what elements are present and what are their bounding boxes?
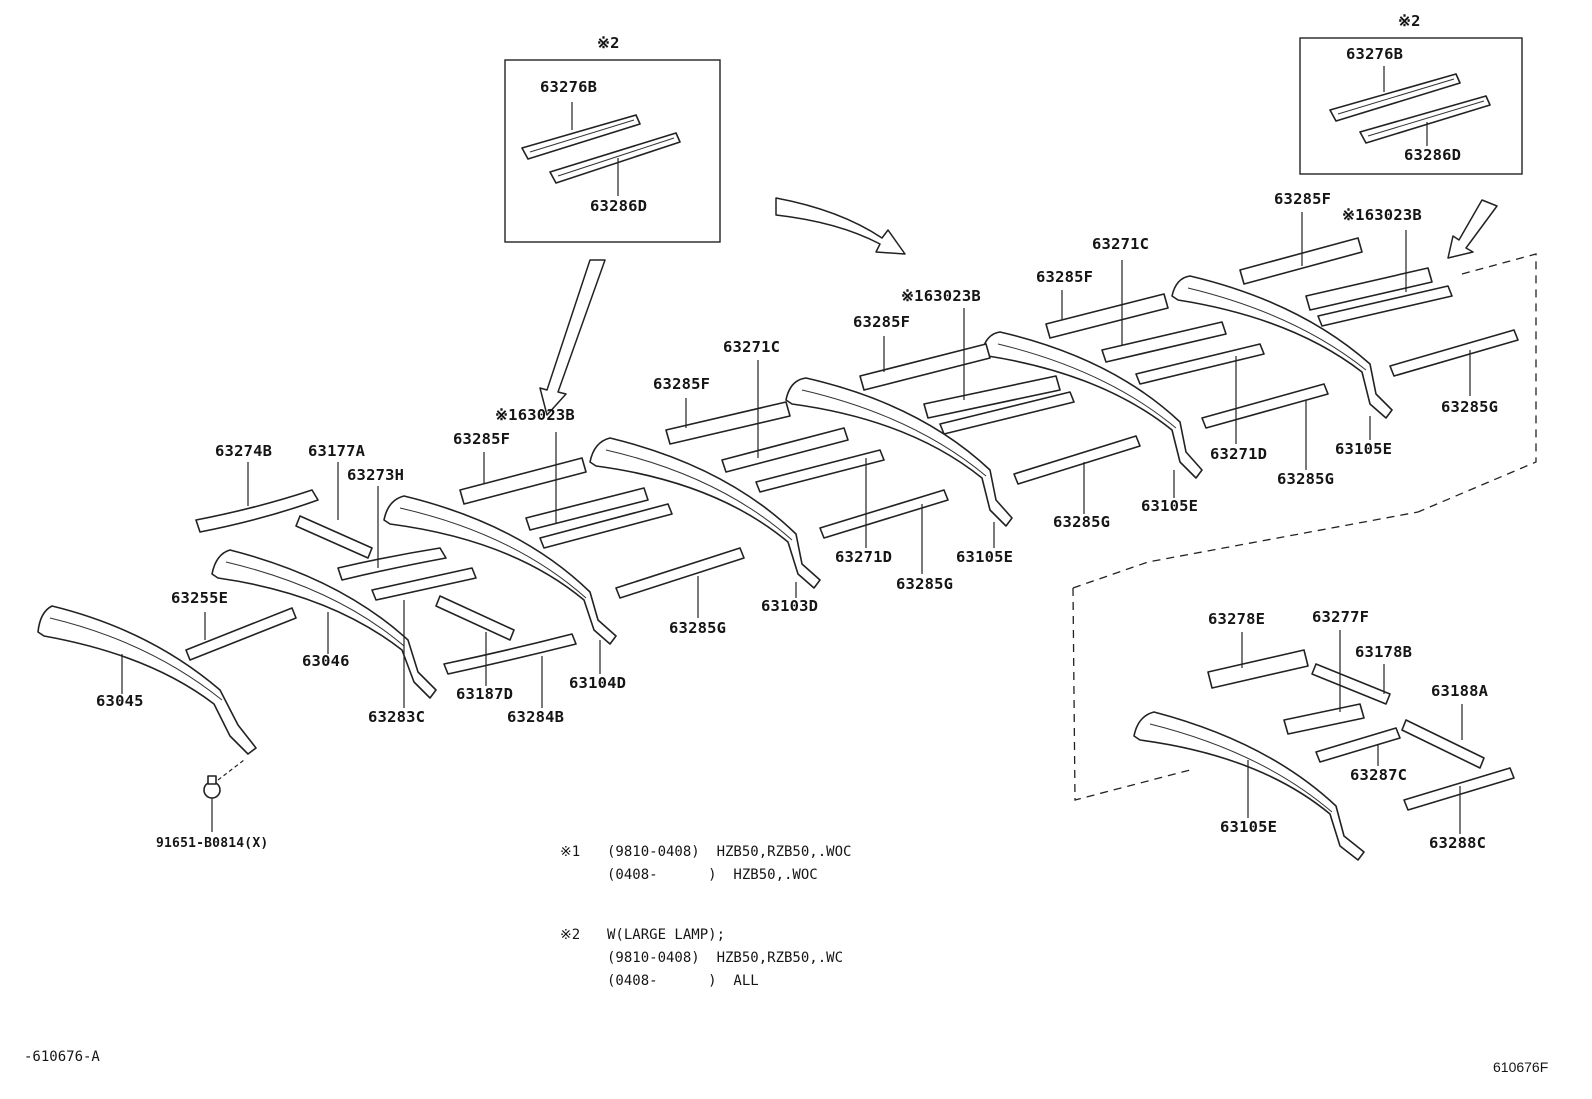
roof-bow-63105E-c: [1171, 275, 1393, 419]
label-63284B: 63284B: [507, 708, 565, 726]
inset-right-note-mark: ※2: [1398, 12, 1421, 30]
label-63285F-1: 63285F: [453, 430, 511, 448]
note-2-line-3: (0408- ) ALL: [607, 973, 759, 989]
short-rails: [185, 237, 1519, 811]
label-63105E-1: 63105E: [956, 548, 1014, 566]
label-63276B-left: 63276B: [540, 78, 598, 96]
arrow-down-left: [539, 259, 606, 416]
label-63287C: 63287C: [1350, 766, 1408, 784]
note-1-mark: ※1: [560, 844, 581, 860]
note-1-line-2: (0408- ) HZB50,.WOC: [607, 867, 818, 883]
arrow-down-right: [1447, 199, 1498, 259]
note-2-line-1: W(LARGE LAMP);: [607, 927, 726, 943]
dashed-frame-connector: [1072, 511, 1419, 589]
label-63274B: 63274B: [215, 442, 273, 460]
label-63285G-2: 63285G: [896, 575, 954, 593]
roof-bow-63103D: [589, 437, 821, 589]
label-63046: 63046: [302, 652, 350, 670]
label-63285G-4: 63285G: [1277, 470, 1335, 488]
roof-bow-63045: [37, 605, 257, 755]
footer-code-left: -610676-A: [24, 1049, 100, 1065]
label-63286D-left: 63286D: [590, 197, 648, 215]
label-63285G-3: 63285G: [1053, 513, 1111, 531]
label-63103D: 63103D: [761, 597, 819, 615]
label-63104D: 63104D: [569, 674, 627, 692]
label-63271D-2: 63271D: [1210, 445, 1268, 463]
note-2-mark: ※2: [560, 927, 581, 943]
label-63285G-1: 63285G: [669, 619, 727, 637]
roof-bow-63104D: [383, 495, 617, 645]
roof-bow-63105E-a: [785, 377, 1013, 527]
label-63288C: 63288C: [1429, 834, 1487, 852]
label-63271D-1: 63271D: [835, 548, 893, 566]
label-63023B-1: ※163023B: [495, 406, 575, 424]
label-63255E: 63255E: [171, 589, 229, 607]
label-63271C-1: 63271C: [723, 338, 781, 356]
inset-box-left: [504, 59, 721, 243]
label-63277F: 63277F: [1312, 608, 1370, 626]
label-63023B-2: ※163023B: [901, 287, 981, 305]
label-63271C-2: 63271C: [1092, 235, 1150, 253]
label-91651-B0814: 91651-B0814(X): [156, 836, 269, 851]
inset-left-note-mark: ※2: [597, 34, 620, 52]
roof-bow-63105E-b: [981, 331, 1203, 479]
label-63273H: 63273H: [347, 466, 405, 484]
label-63285F-5: 63285F: [1274, 190, 1332, 208]
label-63285F-2: 63285F: [653, 375, 711, 393]
label-63187D: 63187D: [456, 685, 514, 703]
label-63285F-3: 63285F: [853, 313, 911, 331]
label-63285G-5: 63285G: [1441, 398, 1499, 416]
label-63023B-3: ※163023B: [1342, 206, 1422, 224]
label-63045: 63045: [96, 692, 144, 710]
label-63105E-2: 63105E: [1141, 497, 1199, 515]
footer-code-right: 610676F: [1493, 1059, 1549, 1075]
label-63105E-3: 63105E: [1335, 440, 1393, 458]
inset-right-rails: [1329, 66, 1491, 146]
leader-lines: [121, 212, 1471, 834]
label-63285F-4: 63285F: [1036, 268, 1094, 286]
label-63283C: 63283C: [368, 708, 426, 726]
label-63178B: 63178B: [1355, 643, 1413, 661]
label-63278E: 63278E: [1208, 610, 1266, 628]
note-2-line-2: (9810-0408) HZB50,RZB50,.WC: [607, 950, 844, 966]
roof-bow-63105E-d: [1133, 711, 1365, 861]
note-1-line-1: (9810-0408) HZB50,RZB50,.WOC: [607, 844, 852, 860]
inset-left-rails: [521, 102, 681, 196]
label-63177A: 63177A: [308, 442, 366, 460]
roof-bow-63046: [211, 549, 437, 699]
inset-box-right: [1299, 37, 1523, 175]
bolt-91651: [203, 759, 245, 832]
dashed-frame-lower: [1072, 587, 1191, 801]
label-63276B-right: 63276B: [1346, 45, 1404, 63]
label-63188A: 63188A: [1431, 682, 1489, 700]
label-63286D-right: 63286D: [1404, 146, 1462, 164]
label-63105E-4: 63105E: [1220, 818, 1278, 836]
arrow-right: [775, 197, 906, 255]
